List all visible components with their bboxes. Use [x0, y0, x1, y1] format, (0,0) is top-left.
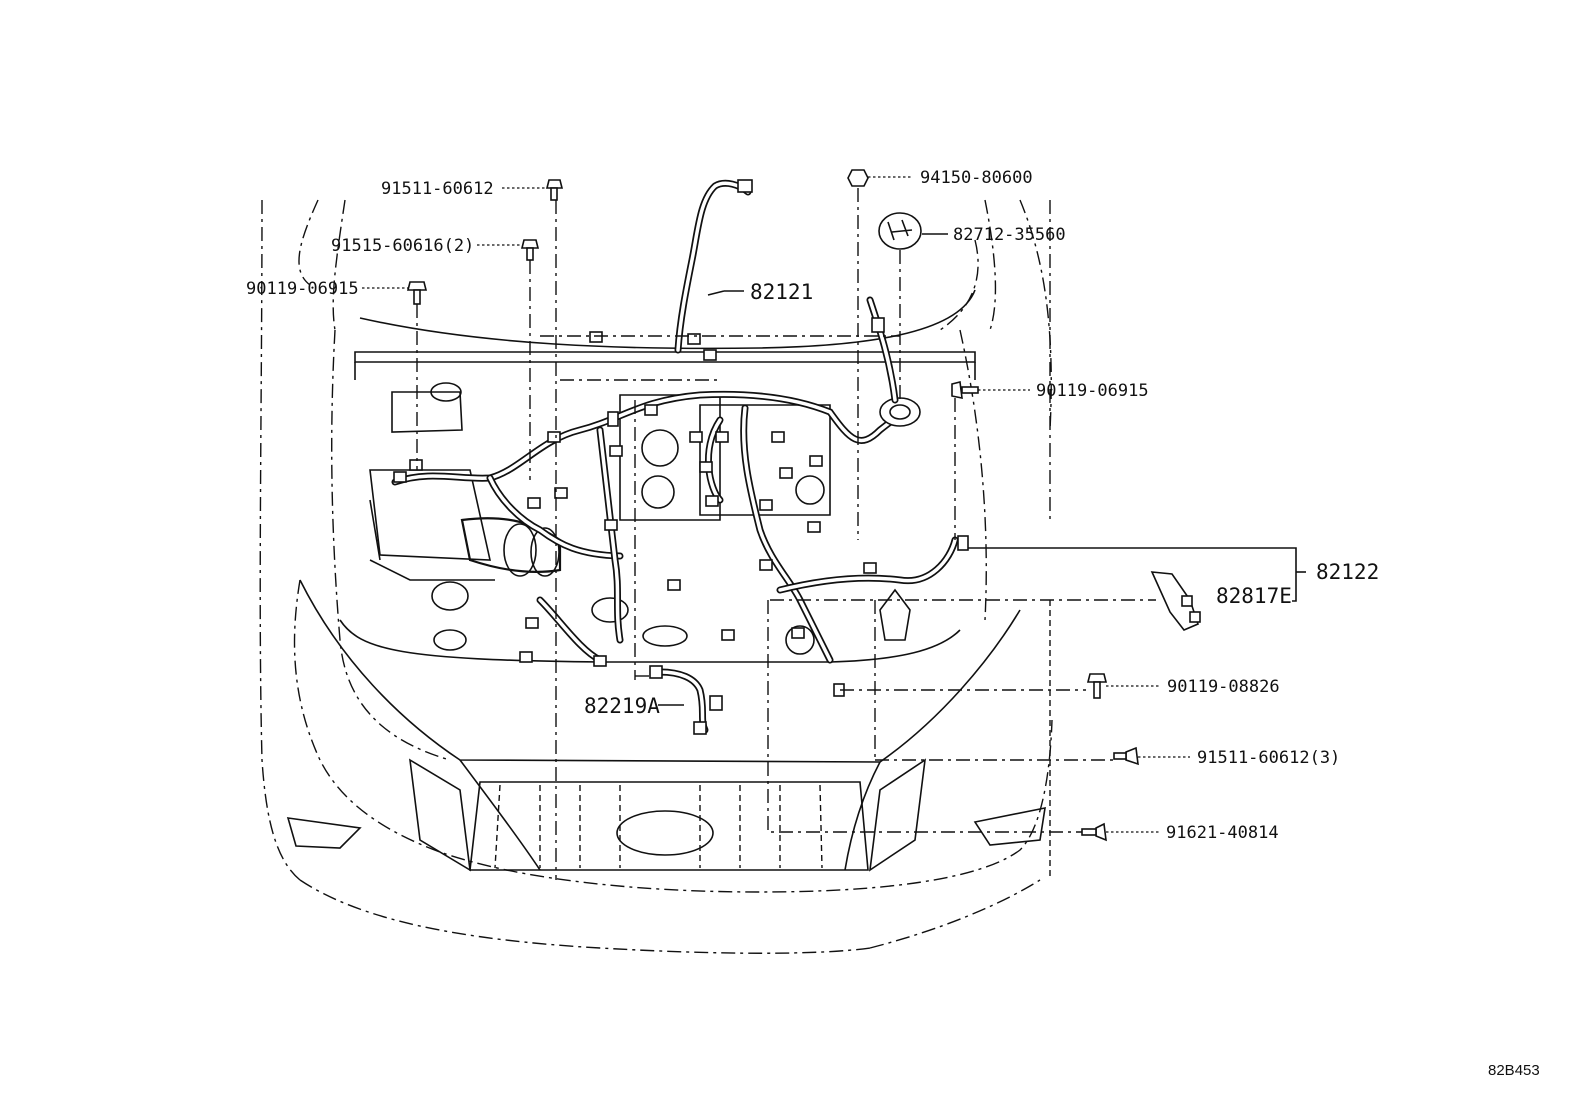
- harness-connectors: [393, 317, 885, 667]
- callout-82219A: 82219A: [584, 694, 660, 718]
- bolt-icon: [520, 239, 540, 261]
- bolt-icon: [1086, 673, 1108, 699]
- diagram-code: 82B453: [1488, 1062, 1540, 1079]
- callout-82712-35560: 82712-35560: [953, 225, 1066, 245]
- engine-bay-components: [339, 382, 961, 663]
- callout-82121: 82121: [750, 280, 813, 304]
- callout-90119-08826: 90119-08826: [1167, 677, 1280, 697]
- harness-82219A: [649, 665, 723, 735]
- vehicle-outline: [259, 199, 1053, 954]
- callout-labels: 91511-60612 91515-60616(2) 90119-06915 9…: [246, 168, 1540, 1079]
- nut-icon: [847, 169, 869, 187]
- callout-91621-40814: 91621-40814: [1166, 823, 1279, 843]
- fasteners: [406, 169, 1139, 842]
- leader-lines: [362, 176, 1306, 880]
- bolt-icon: [545, 179, 564, 201]
- bolt-icon: [1081, 822, 1107, 842]
- callout-82122: 82122: [1316, 560, 1379, 584]
- radiator-support: [354, 351, 976, 380]
- bolt-icon: [951, 381, 979, 400]
- bolt-icon: [406, 281, 428, 305]
- callout-94150-80600: 94150-80600: [920, 168, 1033, 188]
- bolt-icon: [1113, 746, 1139, 766]
- harness-82121: [674, 179, 753, 361]
- callout-90119-06915-right: 90119-06915: [1036, 381, 1149, 401]
- callout-82817E: 82817E: [1216, 584, 1292, 608]
- grommet-82712: [878, 212, 922, 250]
- callout-90119-06915-left: 90119-06915: [246, 279, 359, 299]
- relay-82817E: [1150, 571, 1201, 631]
- callout-91511-60612-3: 91511-60612(3): [1197, 748, 1340, 768]
- callout-91511-60612: 91511-60612: [381, 179, 494, 199]
- callout-91515-60616: 91515-60616(2): [331, 236, 474, 256]
- wire-harness-main: [391, 296, 959, 667]
